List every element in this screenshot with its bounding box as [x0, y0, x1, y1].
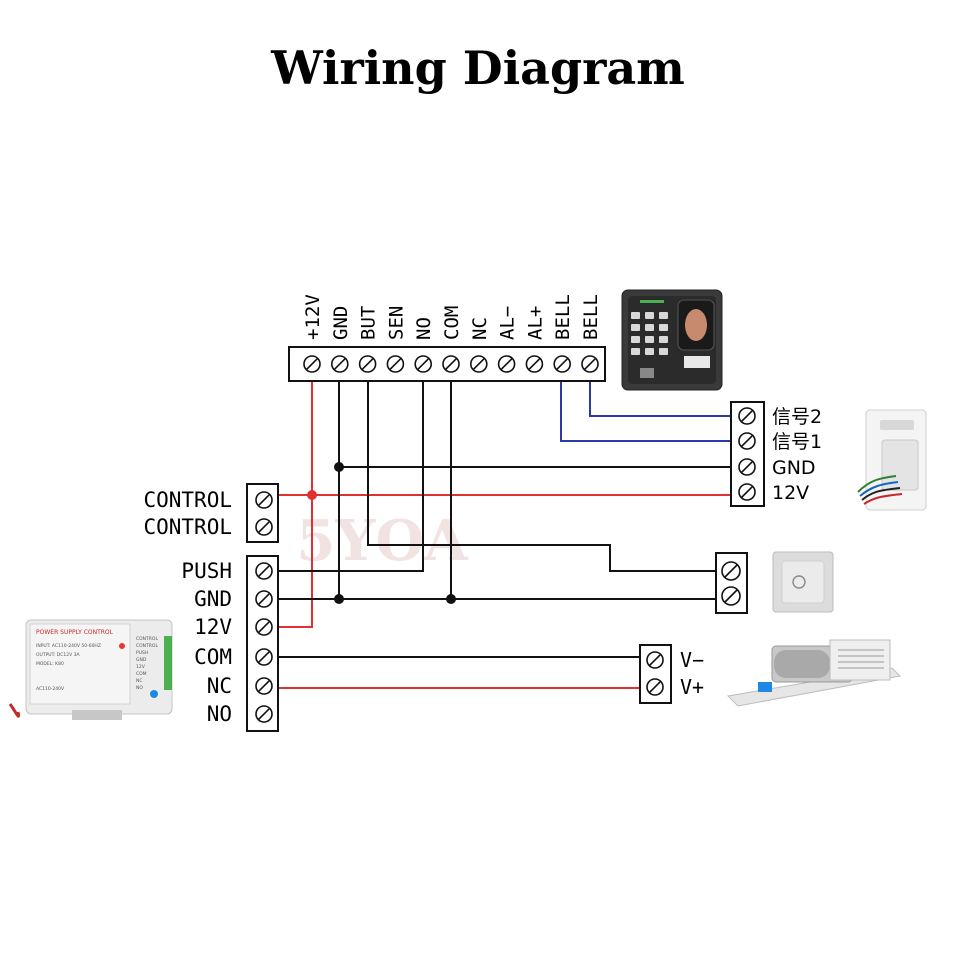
terminal-label: GND: [136, 657, 147, 663]
terminal-label: AL−: [497, 306, 519, 340]
terminal-screw-icon: [330, 355, 349, 373]
psu-label-line4: AC110-240V: [36, 686, 65, 692]
junction-dot: [307, 490, 317, 500]
psu-control-block: CONTROL CONTROL: [143, 483, 279, 543]
terminal-label: NO: [207, 702, 232, 726]
junctions: [307, 462, 456, 604]
terminal-screw-icon: [525, 355, 544, 373]
terminal-label: COM: [194, 645, 232, 669]
terminal-label: +12V: [302, 294, 324, 340]
junction-dot: [334, 594, 344, 604]
terminal-label: 信号2: [772, 406, 822, 428]
terminal-label: GND: [772, 457, 816, 479]
terminal-screw-icon: [386, 355, 405, 373]
terminal-label: 信号1: [772, 431, 822, 453]
wire-bell-2: [589, 380, 742, 417]
terminal-screw-icon: [255, 518, 273, 536]
terminal-screw-icon: [469, 355, 488, 373]
terminal-screw-icon: [255, 677, 273, 695]
psu-label-line3: MODEL: K80: [36, 661, 64, 667]
terminal-label: V+: [680, 675, 704, 699]
terminal-screw-icon: [738, 432, 756, 450]
terminal-screw-icon: [553, 355, 572, 373]
terminal-label: COM: [441, 306, 463, 340]
terminal-screw-icon: [497, 355, 516, 373]
lock-terminal-block: V− V+: [639, 644, 704, 704]
terminal-label: BELL: [580, 294, 602, 340]
terminal-label: NC: [469, 317, 491, 340]
terminal-screw-icon: [255, 648, 273, 666]
terminal-screw-icon: [255, 705, 273, 723]
terminal-label: COM: [136, 671, 147, 677]
wire-bell-1: [560, 380, 742, 442]
terminal-label: NO: [136, 685, 143, 691]
terminal-screw-icon: [255, 491, 273, 509]
terminal-label: AL+: [524, 306, 546, 340]
terminal-label: CONTROL: [136, 636, 158, 642]
electric-lock-image: [726, 639, 902, 707]
terminal-label: NC: [136, 678, 143, 684]
terminal-label: PUSH: [136, 650, 148, 656]
terminal-label: 12V: [136, 664, 146, 670]
terminal-label: NO: [413, 317, 435, 340]
terminal-label: GND: [330, 306, 352, 340]
wire-12v: [277, 380, 313, 628]
terminal-screw-icon: [646, 651, 664, 669]
wire-but: [367, 380, 730, 572]
wire-no-push: [277, 380, 424, 572]
watermark: 5YOA: [296, 508, 469, 574]
doorbell-image: [857, 409, 927, 511]
psu-main-block: PUSH GND 12V COM NC NO: [181, 555, 279, 732]
junction-dot: [334, 462, 344, 472]
terminal-label: NC: [207, 674, 232, 698]
junction-dot: [446, 594, 456, 604]
terminal-label: SEN: [385, 306, 407, 340]
terminal-label: CONTROL: [143, 488, 232, 512]
terminal-label: 12V: [194, 615, 232, 639]
exit-button-terminal-block: [715, 552, 748, 614]
power-supply-image: POWER SUPPLY CONTROL INPUT: AC110-240V 5…: [8, 619, 173, 720]
exit-button-image: [772, 551, 834, 613]
terminal-label: BUT: [358, 306, 380, 340]
psu-led-icon: [119, 643, 125, 649]
terminal-screw-icon: [358, 355, 377, 373]
terminal-label: CONTROL: [143, 515, 232, 539]
psu-label-heading: POWER SUPPLY CONTROL: [36, 629, 114, 636]
terminal-screw-icon: [738, 458, 756, 476]
terminal-label: V−: [680, 648, 704, 672]
terminal-screw-icon: [738, 483, 756, 501]
terminal-label: 12V: [772, 482, 809, 504]
terminal-label: CONTROL: [136, 643, 158, 649]
psu-knob-icon: [150, 690, 158, 698]
terminal-label: BELL: [552, 294, 574, 340]
terminal-screw-icon: [414, 355, 433, 373]
terminal-screw-icon: [738, 407, 756, 425]
terminal-screw-icon: [442, 355, 460, 373]
terminal-screw-icon: [255, 562, 273, 580]
terminal-screw-icon: [255, 590, 273, 608]
terminal-screw-icon: [303, 355, 321, 373]
fingerprint-reader-image: [621, 289, 723, 391]
wires: [277, 380, 742, 689]
terminal-label: PUSH: [181, 559, 232, 583]
terminal-screw-icon: [255, 618, 273, 636]
terminal-screw-icon: [581, 355, 599, 373]
psu-label-line2: OUTPUT: DC12V 3A: [36, 652, 80, 658]
page-title: Wiring Diagram: [270, 41, 685, 95]
terminal-screw-icon: [646, 678, 664, 696]
psu-label-line1: INPUT: AC110-240V 50-60HZ: [36, 643, 101, 649]
terminal-label: GND: [194, 587, 232, 611]
